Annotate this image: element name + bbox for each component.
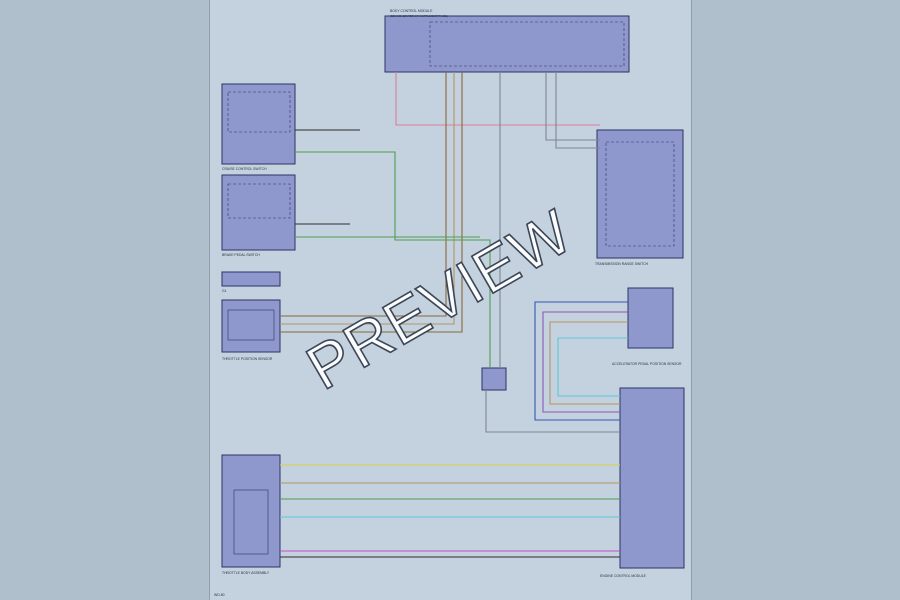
top-module: BODY CONTROL MODULE (BEHIND CENTER OF IN… [384,9,630,73]
connector-block [481,367,507,391]
wire-green-1 [295,151,491,368]
left-sensor-label: THROTTLE POSITION SENSOR [222,357,273,361]
wire-brown-1 [280,72,447,317]
wire-violet [542,311,628,413]
wire-tan-2 [549,321,628,405]
left-switch-2-label: BRAKE PEDAL SWITCH [222,253,260,257]
left-switch-2: BRAKE PEDAL SWITCH [221,174,296,257]
left-switch-1-label: CRUISE CONTROL SWITCH [222,167,267,171]
wiring-diagram: BODY CONTROL MODULE (BEHIND CENTER OF IN… [214,9,685,597]
right-switch-label: TRANSMISSION RANGE SWITCH [595,262,649,266]
top-module-note: (BEHIND CENTER OF INSTRUMENT PANEL) [390,14,448,18]
wire-blue [534,301,628,421]
right-sensor: ACCELERATOR PEDAL POSITION SENSOR [612,287,682,366]
wire-gray-2 [545,72,600,141]
wire-pink [395,72,600,126]
right-module-label: ENGINE CONTROL MODULE [600,574,647,578]
right-module: ENGINE CONTROL MODULE [600,387,685,578]
wire-brown-2 [280,72,463,333]
left-switch-1: CRUISE CONTROL SWITCH [221,83,296,171]
wire-gray-3 [555,72,600,149]
top-module-label: BODY CONTROL MODULE [390,9,433,13]
page-ref: WD-80 [214,593,225,597]
bottom-sensor: THROTTLE BODY ASSEMBLY [221,454,281,575]
ground-bar: G1 [221,271,281,293]
right-sensor-label: ACCELERATOR PEDAL POSITION SENSOR [612,362,682,366]
schematic-sheet: BODY CONTROL MODULE (BEHIND CENTER OF IN… [209,0,692,600]
wire-gray-4 [485,390,620,433]
right-switch: TRANSMISSION RANGE SWITCH [595,129,684,266]
wires [280,72,628,558]
preview-watermark: PREVIEW [296,197,584,403]
ground-label: G1 [222,289,227,293]
wire-cyan [557,337,628,397]
bottom-sensor-label: THROTTLE BODY ASSEMBLY [222,571,270,575]
wire-tan-1 [280,72,455,325]
left-sensor: THROTTLE POSITION SENSOR [221,299,281,361]
